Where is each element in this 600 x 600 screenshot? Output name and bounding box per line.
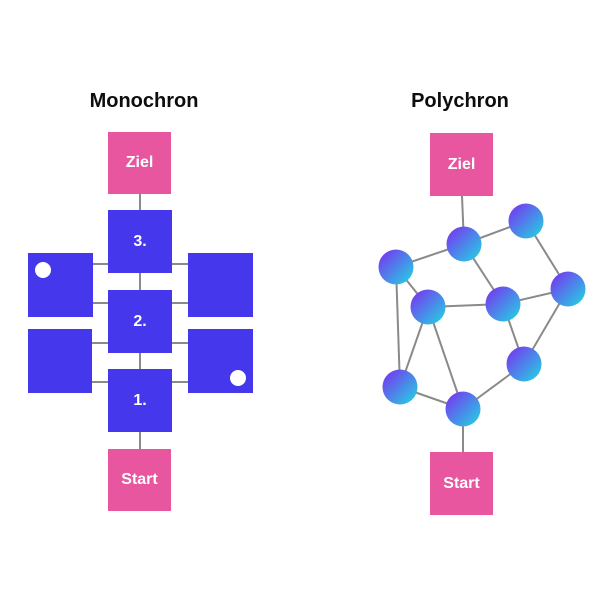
network-edges bbox=[395, 195, 569, 453]
connector-line bbox=[139, 432, 141, 449]
monochron-goal-label: Ziel bbox=[125, 154, 154, 171]
connector-line bbox=[139, 273, 141, 290]
monochron-step-1-box: 1. bbox=[108, 369, 172, 432]
white-dot bbox=[230, 370, 246, 386]
monochron-start-box: Start bbox=[108, 449, 171, 511]
graph-node-C bbox=[378, 249, 414, 285]
monochron-start-label: Start bbox=[121, 471, 158, 488]
edge-D-I bbox=[427, 306, 464, 410]
graph-node-D bbox=[410, 289, 446, 325]
white-dot bbox=[35, 262, 51, 278]
graph-node-G bbox=[506, 346, 542, 382]
polychron-title: Polychron bbox=[411, 90, 509, 112]
monochron-step-3-label: 3. bbox=[133, 232, 147, 250]
edge-C-H bbox=[395, 266, 401, 388]
connector-line bbox=[172, 263, 188, 265]
graph-node-B bbox=[508, 203, 544, 239]
connector-line bbox=[92, 381, 108, 383]
polychron-start-label: Start bbox=[443, 474, 480, 492]
connector-line bbox=[92, 302, 108, 304]
graph-node-H bbox=[382, 369, 418, 405]
monochron-title: Monochron bbox=[89, 90, 199, 112]
monochron-step-2-box: 2. bbox=[108, 290, 172, 353]
monochron-side-box-bottom-left bbox=[28, 329, 92, 393]
monochron-side-box-bottom-right bbox=[188, 329, 253, 393]
connector-line bbox=[139, 194, 141, 210]
monochron-side-box-top-right bbox=[188, 253, 253, 317]
monochron-goal-box: Ziel bbox=[108, 132, 171, 194]
polychron-start-box: Start bbox=[430, 452, 493, 515]
graph-node-A bbox=[446, 226, 482, 262]
connector-line bbox=[139, 353, 141, 369]
network-nodes bbox=[378, 203, 586, 427]
graph-node-I bbox=[445, 391, 481, 427]
graph-node-F bbox=[550, 271, 586, 307]
connector-line bbox=[92, 263, 108, 265]
connector-line bbox=[172, 381, 188, 383]
monochron-step-1-label: 1. bbox=[133, 391, 147, 409]
monochron-step-2-label: 2. bbox=[133, 312, 147, 330]
polychron-goal-box: Ziel bbox=[430, 133, 493, 196]
polychron-goal-label: Ziel bbox=[447, 155, 476, 173]
graph-node-E bbox=[485, 286, 521, 322]
monochron-side-box-top-left bbox=[28, 253, 93, 317]
monochron-step-3-box: 3. bbox=[108, 210, 172, 273]
connector-line bbox=[92, 342, 108, 344]
connector-line bbox=[172, 302, 188, 304]
connector-line bbox=[172, 342, 188, 344]
